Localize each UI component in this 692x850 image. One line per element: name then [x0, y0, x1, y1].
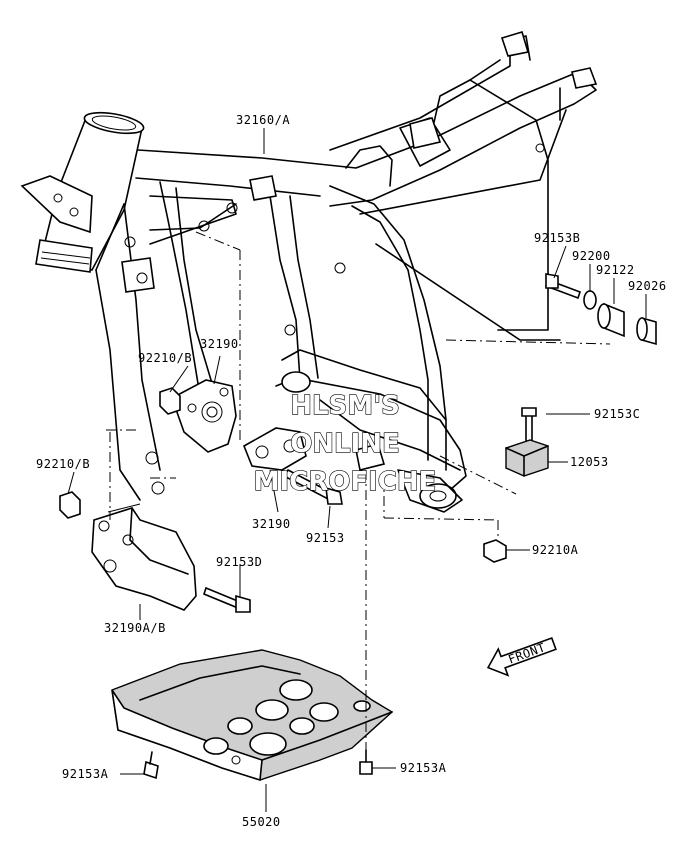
label-92153: 92153 [306, 531, 345, 545]
label-92153d: 92153D [216, 555, 262, 569]
label-92153c: 92153C [594, 407, 640, 421]
label-32190-lower: 32190 [252, 517, 291, 531]
bracket-32190ab [91, 503, 197, 611]
front-direction-arrow: FRONT [486, 637, 557, 677]
label-92153a-right: 92153A [400, 761, 447, 775]
bolt-92153a-right [359, 749, 373, 775]
label-92122: 92122 [596, 263, 635, 277]
label-12053: 12053 [570, 455, 609, 469]
label-32190ab: 32190A/B [104, 621, 166, 635]
collar-92122 [597, 302, 625, 338]
main-frame-32160 [20, 31, 611, 513]
bolt-92153b [544, 273, 582, 300]
label-92153a-left: 92153A [62, 767, 109, 781]
label-32190-upper: 32190 [200, 337, 239, 351]
nut-92210a [483, 539, 507, 563]
watermark: HLSM'S ONLINE MICROFICHE [253, 390, 437, 497]
bolt-92153 [282, 468, 343, 505]
brace-32190-upper [171, 379, 237, 453]
watermark-line-3: MICROFICHE [254, 467, 437, 497]
bolt-92153d [203, 586, 251, 613]
bolt-92153a-left [143, 751, 159, 780]
collar-92026 [636, 316, 657, 346]
part-labels: 32160/A 92153B 92200 92122 92026 32190 9… [36, 113, 667, 829]
front-arrow-label: FRONT [506, 640, 547, 666]
damper-12053 [505, 439, 549, 477]
watermark-line-1: HLSM'S [290, 391, 400, 421]
nut-92210b-left [59, 491, 81, 519]
label-92210a: 92210A [532, 543, 579, 557]
label-92153b: 92153B [534, 231, 580, 245]
collar-92200 [583, 290, 597, 310]
nut-92210b-upper [159, 387, 181, 415]
label-92026: 92026 [628, 279, 667, 293]
brace-32190-lower [242, 427, 307, 471]
skid-plate-55020 [111, 649, 394, 782]
label-32160a: 32160/A [236, 113, 290, 127]
label-92200: 92200 [572, 249, 611, 263]
label-92210b-upper: 92210/B [138, 351, 192, 365]
watermark-line-2: ONLINE [290, 429, 400, 459]
leader-lines [67, 128, 647, 812]
label-92210b-left: 92210/B [36, 457, 90, 471]
label-55020: 55020 [242, 815, 281, 829]
